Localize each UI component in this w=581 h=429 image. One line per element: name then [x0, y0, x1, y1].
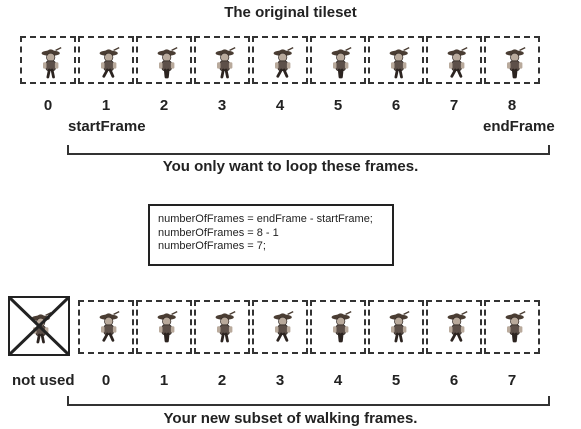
subset-frame: [252, 300, 308, 354]
subset-frame: [368, 300, 424, 354]
frame-index-label: 4: [275, 97, 285, 114]
tile-frame: [310, 36, 366, 84]
adventurer-sprite-icon: [389, 310, 410, 343]
adventurer-sprite-icon: [331, 310, 352, 343]
subset-index-label: 5: [391, 372, 401, 389]
loop-frames-note: You only want to loop these frames.: [162, 158, 419, 175]
adventurer-sprite-icon: [157, 46, 178, 79]
subset-index-label: 6: [449, 372, 459, 389]
tile-frame: [20, 36, 76, 84]
frame-index-label: 6: [391, 97, 401, 114]
frame-index-label: 1: [101, 97, 111, 114]
frame-count-code-box: numberOfFrames = endFrame - startFrame; …: [148, 204, 394, 266]
adventurer-sprite-icon: [331, 46, 352, 79]
adventurer-sprite-icon: [41, 46, 62, 79]
adventurer-sprite-icon: [505, 46, 526, 79]
frame-index-label: 5: [333, 97, 343, 114]
tile-frame: [484, 36, 540, 84]
unused-frame: [8, 296, 70, 356]
adventurer-sprite-icon: [215, 310, 236, 343]
subset-frame: [78, 300, 134, 354]
tile-frame: [136, 36, 192, 84]
subset-index-label: 1: [159, 372, 169, 389]
adventurer-sprite-icon: [99, 310, 120, 342]
subset-frame: [194, 300, 250, 354]
end-frame-label: endFrame: [483, 118, 555, 135]
code-line: numberOfFrames = endFrame - startFrame;: [158, 213, 373, 225]
adventurer-sprite-icon: [215, 46, 236, 79]
frame-index-label: 2: [159, 97, 169, 114]
loop-frames-bracket: [67, 145, 550, 155]
adventurer-sprite-icon: [505, 310, 526, 343]
tile-frame: [252, 36, 308, 84]
adventurer-sprite-icon: [273, 46, 294, 78]
adventurer-sprite-icon: [157, 310, 178, 343]
subset-index-label: 4: [333, 372, 343, 389]
subset-frames-bracket: [67, 396, 550, 406]
subset-index-label: 3: [275, 372, 285, 389]
code-line: numberOfFrames = 8 - 1: [158, 226, 279, 239]
subset-index-label: 0: [101, 372, 111, 389]
subset-frame: [310, 300, 366, 354]
subset-frame: [484, 300, 540, 354]
top-title: The original tileset: [224, 4, 357, 21]
adventurer-sprite-icon: [447, 310, 468, 342]
tile-frame: [78, 36, 134, 84]
tile-frame: [426, 36, 482, 84]
subset-index-label: 2: [217, 372, 227, 389]
cross-out-icon: [10, 298, 68, 354]
tile-frame: [368, 36, 424, 84]
frame-index-label: 3: [217, 97, 227, 114]
code-line: numberOfFrames = 7;: [158, 240, 266, 252]
start-frame-label: startFrame: [68, 118, 146, 135]
tile-frame: [194, 36, 250, 84]
adventurer-sprite-icon: [389, 46, 410, 79]
frame-index-label: 0: [43, 97, 53, 114]
frame-index-label: 7: [449, 97, 459, 114]
adventurer-sprite-icon: [447, 46, 468, 78]
subset-frames-note: Your new subset of walking frames.: [163, 410, 418, 427]
subset-frame: [426, 300, 482, 354]
subset-frame: [136, 300, 192, 354]
subset-index-label: 7: [507, 372, 517, 389]
frame-index-label: 8: [507, 97, 517, 114]
adventurer-sprite-icon: [99, 46, 120, 78]
not-used-label: not used: [12, 372, 75, 389]
adventurer-sprite-icon: [273, 310, 294, 342]
